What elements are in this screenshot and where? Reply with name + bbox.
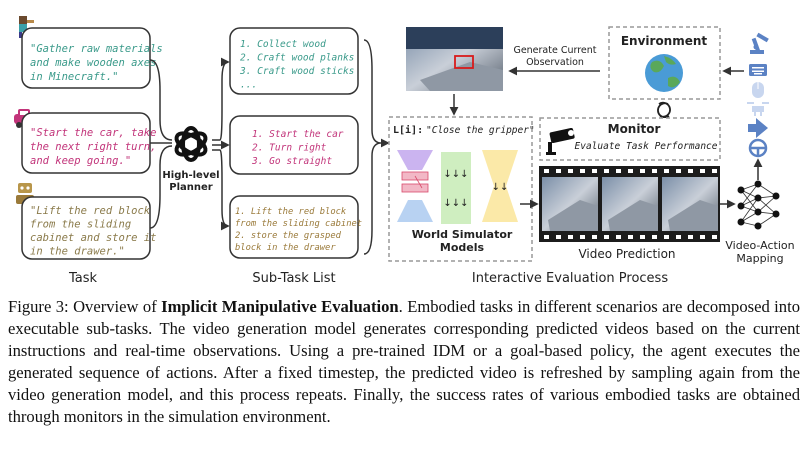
evaluate-label: Evaluate Task Performance xyxy=(575,141,718,152)
task-line: in Minecraft." xyxy=(30,71,119,83)
subtask-list-label: Sub-Task List xyxy=(252,271,335,286)
task-line: "Start the car, take xyxy=(30,127,156,139)
sub-line: 3. Craft wood sticks xyxy=(239,66,354,77)
keyboard-icon xyxy=(749,64,767,76)
observation-image xyxy=(406,27,503,91)
refresh-icon xyxy=(657,101,671,119)
sub-line: 1. Start the car xyxy=(252,129,344,140)
world-simulator-label-line1: World Simulator xyxy=(412,228,513,241)
interactive-evaluation-process: Generate Current Observation Environment… xyxy=(388,26,795,286)
turn-right-icon xyxy=(748,118,768,138)
cctv-camera-icon xyxy=(546,127,575,155)
video-prediction-filmstrip xyxy=(539,166,720,242)
caption-lead: Figure 3: Overview of xyxy=(8,297,162,316)
sub-line: 2. store the grasped xyxy=(235,231,342,241)
caption-body: . Embodied tasks in different scenarios … xyxy=(8,297,800,426)
sub-line: 1. Lift the red block xyxy=(235,207,347,217)
task-line: from the sliding xyxy=(30,219,131,231)
monitor-label: Monitor xyxy=(608,122,661,136)
subtask-box-manipulation xyxy=(229,195,359,259)
sub-line: 3. Go straight xyxy=(251,156,332,167)
svg-text:↓↓↓: ↓↓↓ xyxy=(443,169,468,180)
task-line: cabinet and store it xyxy=(30,232,156,244)
subtask-text-minecraft: 1. Collect wood 2. Craft wood planks 3. Cr… xyxy=(239,39,354,91)
instruction-prefix: L[i]: xyxy=(393,124,423,136)
task-line: the next right turn, xyxy=(30,141,156,153)
overview-figure: "Gather raw materials and make wooden axe… xyxy=(14,16,795,286)
task-box-minecraft xyxy=(21,27,151,89)
mouse-icon xyxy=(752,82,764,98)
subtask-box-minecraft xyxy=(229,27,359,95)
task-text-driving: "Start the car, take the next right turn,… xyxy=(30,127,156,167)
generate-label-line2: Observation xyxy=(526,57,584,68)
generate-label-line1: Generate Current xyxy=(513,45,596,56)
planner-label-line2: Planner xyxy=(169,182,213,193)
subtask-column: 1. Collect wood 2. Craft wood planks 3. Cr… xyxy=(229,27,362,286)
task-to-planner-connectors xyxy=(149,59,173,229)
openai-logo-icon xyxy=(174,126,208,162)
subtask-bracket xyxy=(363,39,390,255)
figure-caption: Figure 3: Overview of Implicit Manipulat… xyxy=(8,296,800,428)
task-line: and make wooden axes xyxy=(30,57,156,69)
task-line: "Gather raw materials xyxy=(30,43,163,55)
interactive-evaluation-label: Interactive Evaluation Process xyxy=(472,271,668,286)
sub-line: from the sliding cabinet xyxy=(235,219,362,229)
environment-label: Environment xyxy=(621,34,708,48)
caption-bold-term: Implicit Manipulative Evaluation xyxy=(161,297,399,316)
drone-icon xyxy=(747,102,769,116)
instruction-text: "Close the gripper" xyxy=(426,125,535,136)
sub-line: ... xyxy=(240,80,257,91)
world-simulator-label-line2: Models xyxy=(440,241,485,254)
sub-line: 1. Collect wood xyxy=(240,39,326,50)
task-text-minecraft: "Gather raw materials and make wooden axe… xyxy=(30,43,163,83)
subtask-text-manipulation: 1. Lift the red block from the sliding ca… xyxy=(235,207,362,253)
task-column: "Gather raw materials and make wooden axe… xyxy=(14,16,163,286)
video-action-label-line1: Video-Action xyxy=(725,239,794,252)
task-label: Task xyxy=(68,271,98,286)
svg-text:↓↓↓: ↓↓↓ xyxy=(443,198,468,209)
subtask-text-driving: 1. Start the car 2. Turn right 3. Go strai… xyxy=(251,129,344,167)
model-architecture-diagram: ↓↓↓ ↓↓↓ ↓↓ xyxy=(397,150,518,224)
subtask-box-driving xyxy=(229,115,359,175)
high-level-planner: High-level Planner xyxy=(162,126,220,193)
planner-label-line1: High-level xyxy=(162,170,219,181)
sub-line: 2. Craft wood planks xyxy=(240,53,354,64)
video-prediction-label: Video Prediction xyxy=(578,247,675,261)
globe-icon xyxy=(645,54,683,92)
video-action-label-line2: Mapping xyxy=(736,252,783,265)
svg-text:↓↓: ↓↓ xyxy=(492,182,509,193)
task-line: "Lift the red block xyxy=(30,205,151,217)
task-line: in the drawer." xyxy=(30,246,125,258)
sub-line: 2. Turn right xyxy=(252,143,327,154)
neural-network-icon xyxy=(737,180,780,230)
sub-line: block in the drawer xyxy=(235,243,336,253)
steering-wheel-icon xyxy=(748,138,768,158)
task-line: and keep going." xyxy=(30,155,131,167)
planner-to-subtask-connectors xyxy=(212,57,230,231)
robot-arm-icon xyxy=(750,32,769,54)
